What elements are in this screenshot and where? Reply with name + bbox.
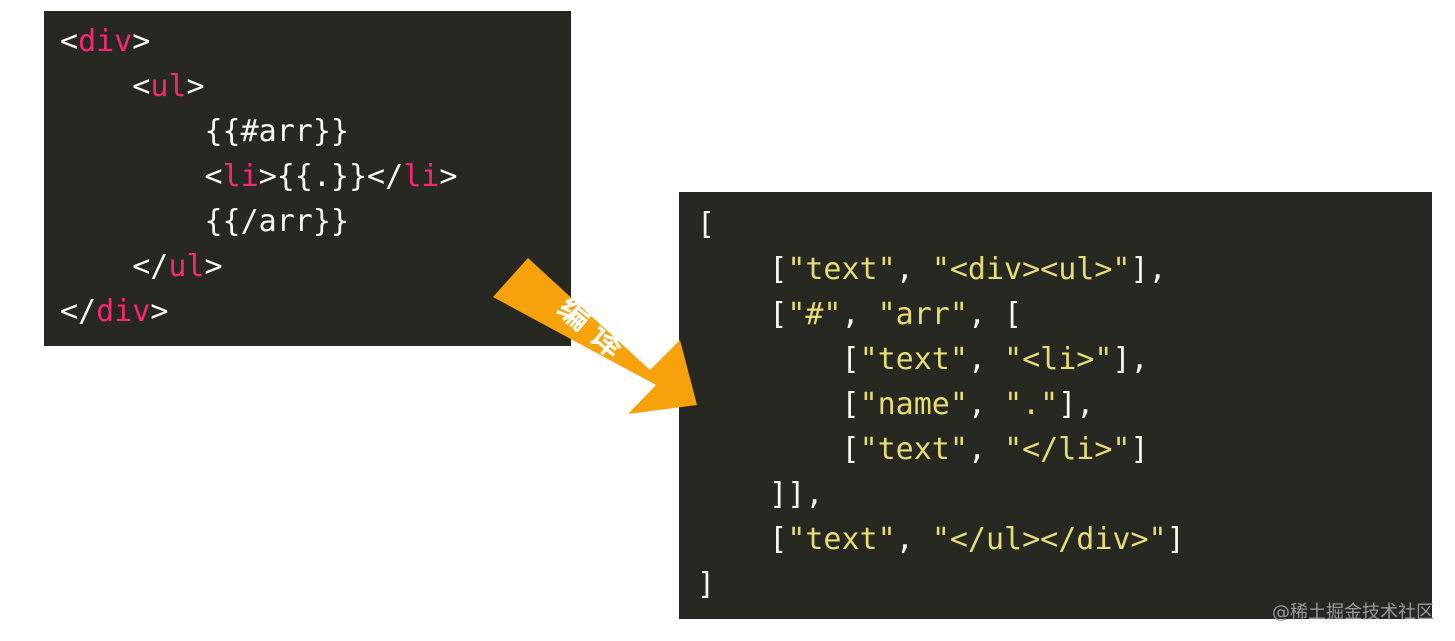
code-token: [ (697, 342, 860, 377)
template-code-line: </div> (60, 289, 168, 334)
compiled-code-line: ["#", "arr", [ (697, 292, 1022, 337)
code-token: , (967, 342, 1005, 377)
code-token: {{#arr}} (60, 114, 349, 149)
code-token: "</ul></div>" (931, 522, 1167, 557)
code-token: "text" (859, 432, 968, 467)
template-code-line: <div> (60, 19, 150, 64)
code-token: div (78, 24, 133, 59)
code-token: "arr" (877, 297, 968, 332)
template-code-line: <li>{{.}}</li> (60, 154, 457, 199)
code-token: , [ (967, 297, 1023, 332)
code-token: div (96, 294, 151, 329)
code-token: , (895, 252, 932, 287)
code-token: "text" (787, 252, 896, 287)
compiled-code-line: ["text", "<li>"], (697, 337, 1149, 382)
code-token: ul (150, 69, 187, 104)
compiled-code-line: ] (697, 562, 715, 607)
code-token: ] (697, 567, 716, 602)
code-token: [ (697, 522, 788, 557)
code-token: [ (697, 387, 860, 422)
code-token: , (895, 522, 932, 557)
code-token: > (150, 294, 169, 329)
code-token: > (132, 24, 151, 59)
template-code-line: {{/arr}} (60, 199, 349, 244)
template-code-line: <ul> (60, 64, 205, 109)
code-token: [ (697, 297, 788, 332)
compiled-code-line: ["text", "</ul></div>"] (697, 517, 1185, 562)
compiled-code-line: ["text", "</li>"] (697, 427, 1149, 472)
code-token: li (222, 159, 259, 194)
template-code-line: {{#arr}} (60, 109, 349, 154)
code-token: "." (1004, 387, 1059, 422)
code-token: < (60, 69, 151, 104)
code-token: </ (60, 249, 169, 284)
code-token: li (403, 159, 440, 194)
watermark: @稀土掘金技术社区 (1272, 602, 1434, 623)
code-token: "text" (787, 522, 896, 557)
code-token: "<div><ul>" (931, 252, 1131, 287)
code-token: ul (168, 249, 205, 284)
code-token: ], (1130, 252, 1167, 287)
compiled-code-line: [ (697, 202, 715, 247)
code-token: </ (60, 294, 97, 329)
code-token: [ (697, 432, 860, 467)
code-token: [ (697, 252, 788, 287)
code-token: "</li>" (1004, 432, 1131, 467)
code-token: > (439, 159, 458, 194)
code-token: ], (1112, 342, 1149, 377)
code-token: >{{.}}</ (258, 159, 404, 194)
template-code-panel: <div> <ul> {{#arr}} <li>{{.}}</li> {{/ar… (44, 11, 571, 346)
code-token: > (186, 69, 205, 104)
code-token: ]], (697, 477, 824, 512)
code-token: {{/arr}} (60, 204, 349, 239)
code-token: [ (697, 207, 716, 242)
compiled-code-line: ["name", "."], (697, 382, 1094, 427)
code-token: "text" (859, 342, 968, 377)
compiled-code-panel: [ ["text", "<div><ul>"], ["#", "arr", [ … (679, 192, 1432, 619)
code-token: ], (1058, 387, 1095, 422)
code-token: < (60, 159, 223, 194)
code-token: , (967, 432, 1005, 467)
template-code-line: </ul> (60, 244, 223, 289)
code-token: , (841, 297, 878, 332)
code-token: , (967, 387, 1005, 422)
code-token: > (204, 249, 223, 284)
code-token: < (60, 24, 79, 59)
code-token: ] (1130, 432, 1149, 467)
compiled-code-line: ]], (697, 472, 823, 517)
code-token: "<li>" (1004, 342, 1113, 377)
code-token: "name" (859, 387, 968, 422)
code-token: ] (1166, 522, 1185, 557)
code-token: "#" (787, 297, 842, 332)
compiled-code-line: ["text", "<div><ul>"], (697, 247, 1167, 292)
